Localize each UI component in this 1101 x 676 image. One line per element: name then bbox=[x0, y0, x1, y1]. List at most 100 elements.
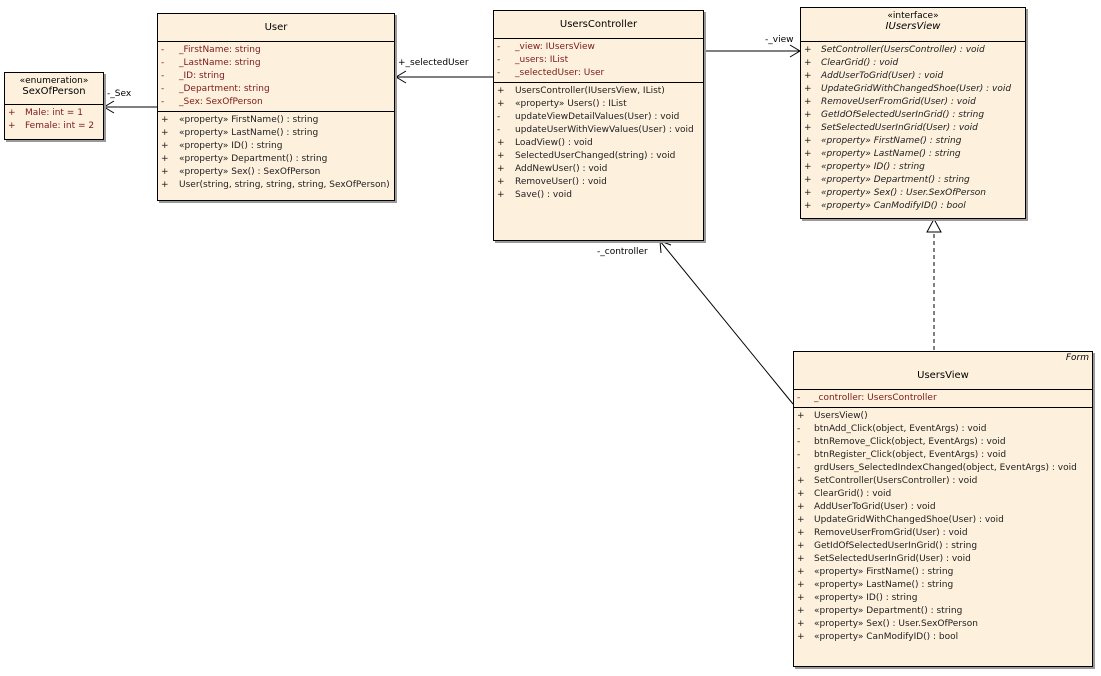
operation-text: «property» Department() : string bbox=[179, 153, 327, 166]
operations-section: +UsersView()-btnAdd_Click(object, EventA… bbox=[794, 408, 1092, 646]
operation-row: +«property» CanModifyID() : bool bbox=[801, 200, 1025, 213]
operation-text: «property» Sex() : User.SexOfPerson bbox=[814, 618, 978, 631]
visibility-marker: + bbox=[161, 166, 171, 179]
operation-row: -updateUserWithViewValues(User) : void bbox=[494, 124, 703, 137]
operation-text: RemoveUserFromGrid(User) : void bbox=[814, 527, 968, 540]
attributes-section: -_view: IUsersView -_users: IList-_select… bbox=[494, 39, 703, 83]
visibility-marker: - bbox=[497, 124, 507, 137]
operation-row: + RemoveUserFromGrid(User) : void bbox=[801, 96, 1025, 109]
visibility-marker: + bbox=[804, 70, 814, 83]
visibility-marker: + bbox=[797, 514, 807, 527]
controller-association-line bbox=[660, 241, 793, 404]
visibility-marker: + bbox=[797, 501, 807, 514]
operation-row: + AddUserToGrid(User) : void bbox=[801, 70, 1025, 83]
operation-text: «property» LastName() : string bbox=[821, 148, 961, 161]
class-header: «interface» IUsersView bbox=[801, 8, 1025, 42]
visibility-marker: + bbox=[804, 122, 814, 135]
attributes-section: -_FirstName: string-_LastName: string-_I… bbox=[158, 42, 394, 112]
attribute-row: -_Sex: SexOfPerson bbox=[158, 96, 394, 109]
visibility-marker: + bbox=[804, 174, 814, 187]
operation-row: +ClearGrid() : void bbox=[801, 57, 1025, 70]
operation-row: +«property» Department() : string bbox=[158, 153, 394, 166]
class-name: SexOfPerson bbox=[5, 86, 103, 97]
operation-text: btnRegister_Click(object, EventArgs) : v… bbox=[814, 449, 1006, 462]
operation-text: ClearGrid() : void bbox=[821, 57, 898, 70]
operation-text: AddUserToGrid(User) : void bbox=[814, 501, 936, 514]
class-usersview[interactable]: Form UsersView -_controller: UsersContro… bbox=[793, 351, 1093, 667]
operation-row: +RemoveUser() : void bbox=[494, 176, 703, 189]
operation-text: GetIdOfSelectedUserInGrid() : string bbox=[814, 540, 977, 553]
operation-text: RemoveUserFromGrid(User) : void bbox=[821, 96, 976, 109]
operation-text: «property» Sex() : SexOfPerson bbox=[179, 166, 320, 179]
visibility-marker: - bbox=[161, 96, 171, 109]
operation-text: User(string, string, string, string, Sex… bbox=[179, 179, 390, 192]
visibility-marker: + bbox=[804, 148, 814, 161]
operations-section: +UsersController(IUsersView, IList)+«pro… bbox=[494, 83, 703, 204]
class-user[interactable]: User -_FirstName: string-_LastName: stri… bbox=[157, 13, 395, 201]
visibility-marker: - bbox=[161, 57, 171, 70]
operation-text: «property» CanModifyID() : bool bbox=[821, 200, 966, 213]
class-userscontroller[interactable]: UsersController -_view: IUsersView-_user… bbox=[493, 10, 704, 241]
attributes-section: -_controller: UsersController bbox=[794, 390, 1092, 408]
class-stereotype: «interface» bbox=[801, 11, 1025, 21]
visibility-marker: + bbox=[804, 135, 814, 148]
operation-row: +«property» LastName() : string bbox=[794, 579, 1092, 592]
visibility-marker: + bbox=[804, 96, 814, 109]
operation-row: +«property» FirstName() : string bbox=[794, 566, 1092, 579]
operation-row: +«property» ID() : string bbox=[158, 140, 394, 153]
attribute-row: +Female: int = 2 bbox=[5, 120, 103, 133]
operation-row: +GetIdOfSelectedUserInGrid() : string bbox=[801, 109, 1025, 122]
visibility-marker: - bbox=[497, 67, 507, 80]
visibility-marker: - bbox=[797, 436, 807, 449]
attribute-text: _view: IUsersView bbox=[515, 41, 595, 54]
attribute-row: -_controller: UsersController bbox=[794, 392, 1092, 405]
visibility-marker: + bbox=[797, 605, 807, 618]
visibility-marker: + bbox=[497, 137, 507, 150]
operation-row: + «property» Sex() : User.SexOfPerson bbox=[794, 618, 1092, 631]
operation-row: + AddUserToGrid(User) : void bbox=[794, 501, 1092, 514]
operation-row: +UpdateGridWithChangedShoe(User) : void bbox=[794, 514, 1092, 527]
operation-text: AddUserToGrid(User) : void bbox=[821, 70, 943, 83]
operation-row: +«property» Department() : string bbox=[794, 605, 1092, 618]
view-association-label: -_view bbox=[765, 35, 793, 45]
visibility-marker: + bbox=[804, 109, 814, 122]
operation-text: ClearGrid() : void bbox=[814, 488, 891, 501]
operation-text: «property» CanModifyID() : bool bbox=[814, 631, 958, 644]
attribute-text: _Sex: SexOfPerson bbox=[179, 96, 263, 109]
visibility-marker: - bbox=[797, 423, 807, 436]
operation-row: +«property» LastName() : string bbox=[158, 127, 394, 140]
operation-text: grdUsers_SelectedIndexChanged(object, Ev… bbox=[814, 462, 1077, 475]
operation-row: + ClearGrid() : void bbox=[794, 488, 1092, 501]
interface-iusersview[interactable]: «interface» IUsersView + SetController(Us… bbox=[800, 7, 1026, 219]
class-header: «enumeration» SexOfPerson bbox=[5, 73, 103, 105]
visibility-marker: + bbox=[8, 107, 18, 120]
attribute-row: -_view: IUsersView bbox=[494, 41, 703, 54]
class-corner-stereotype: Form bbox=[1066, 353, 1089, 363]
attribute-row: -_selectedUser: User bbox=[494, 67, 703, 80]
visibility-marker: - bbox=[797, 449, 807, 462]
operation-text: «property» ID() : string bbox=[814, 592, 917, 605]
visibility-marker: + bbox=[797, 410, 807, 423]
visibility-marker: + bbox=[797, 488, 807, 501]
operation-row: +«property» ID() : string bbox=[801, 161, 1025, 174]
attribute-row: +Male: int = 1 bbox=[5, 107, 103, 120]
class-name: IUsersView bbox=[801, 21, 1025, 32]
operation-row: +SetController(UsersController) : void bbox=[794, 475, 1092, 488]
operation-text: btnRemove_Click(object, EventArgs) : voi… bbox=[814, 436, 1006, 449]
class-name: UsersController bbox=[494, 11, 703, 39]
selected-user-association-label: +_selectedUser bbox=[398, 58, 469, 68]
visibility-marker: + bbox=[161, 114, 171, 127]
visibility-marker: + bbox=[804, 44, 814, 57]
visibility-marker: + bbox=[797, 618, 807, 631]
visibility-marker: + bbox=[497, 150, 507, 163]
visibility-marker: - bbox=[161, 70, 171, 83]
visibility-marker: + bbox=[497, 176, 507, 189]
class-header: UsersController bbox=[494, 11, 703, 39]
operation-text: SetController(UsersController) : void bbox=[821, 44, 985, 57]
visibility-marker: + bbox=[797, 475, 807, 488]
operation-row: -grdUsers_SelectedIndexChanged(object, E… bbox=[794, 462, 1092, 475]
attribute-text: _users: IList bbox=[515, 54, 568, 67]
operation-text: updateUserWithViewValues(User) : void bbox=[515, 124, 694, 137]
class-header: Form UsersView bbox=[794, 352, 1092, 390]
class-sexofperson[interactable]: «enumeration» SexOfPerson +Male: int = 1… bbox=[4, 72, 104, 140]
